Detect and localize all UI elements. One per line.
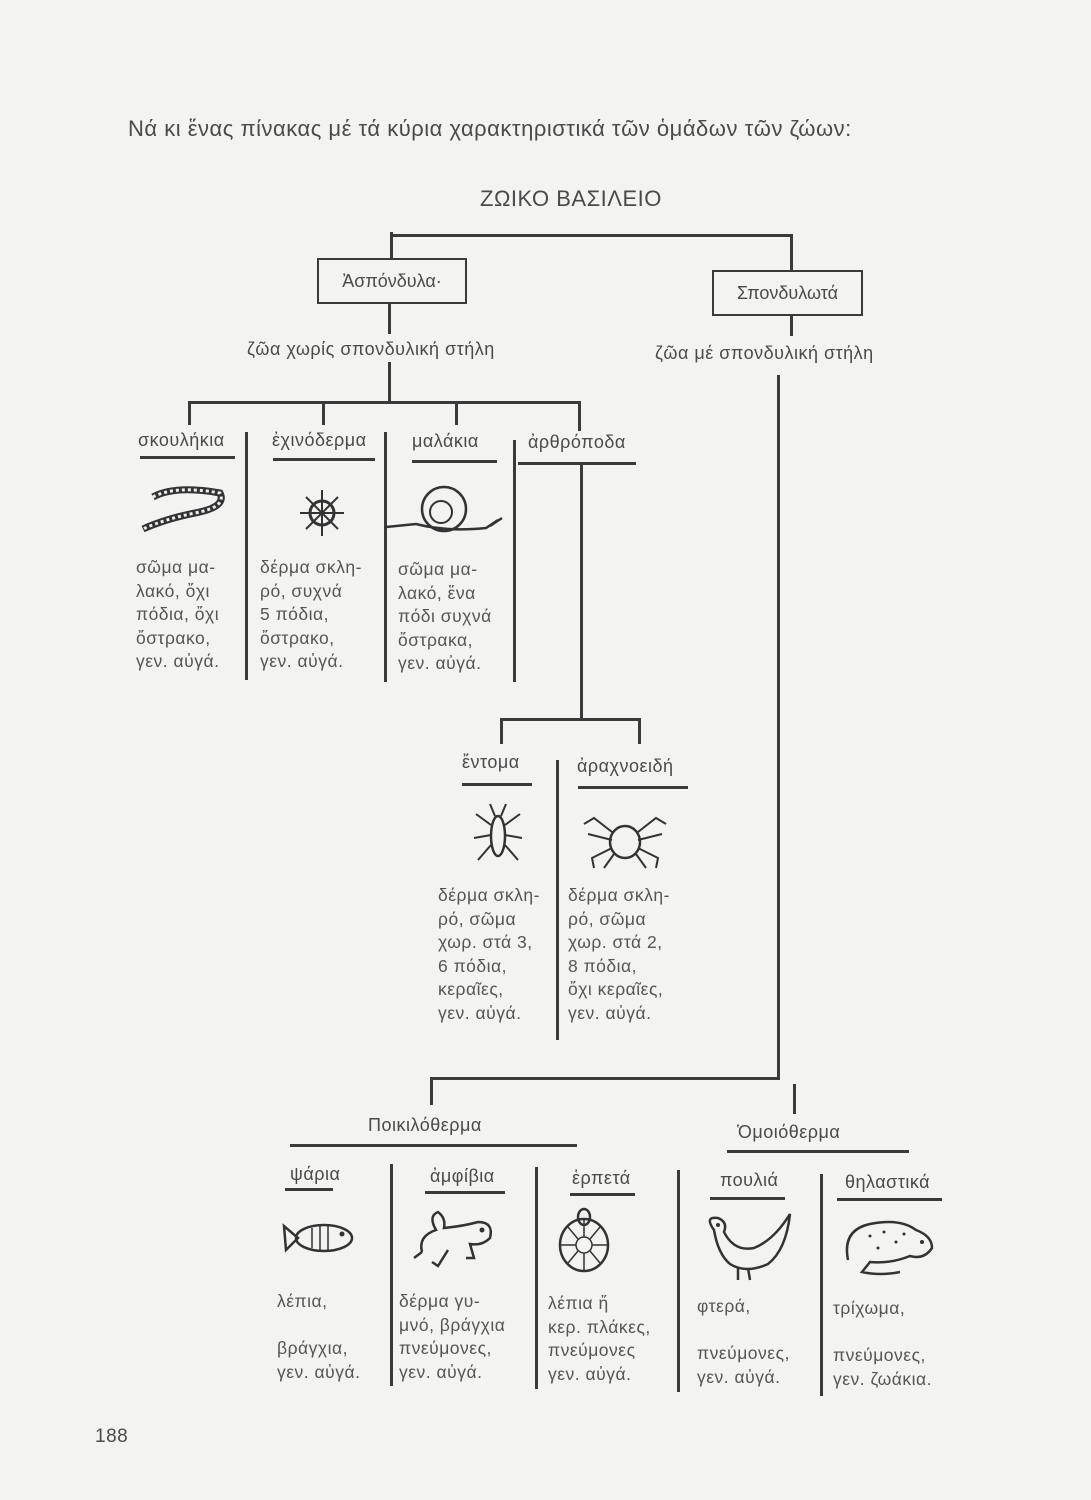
intro-text: Νά κι ἕνας πίνακας μέ τά κύρια χαρακτηρι… bbox=[128, 116, 852, 141]
fish-icon bbox=[282, 1223, 354, 1253]
connector bbox=[790, 234, 793, 270]
echinoderms-description: δέρμα σκλη- ρό, συχνά 5 πόδια, ὄστρακο, … bbox=[260, 557, 362, 671]
group-label-molluscs: μαλάκια bbox=[412, 431, 479, 451]
connector bbox=[188, 401, 191, 425]
connector bbox=[793, 1084, 796, 1114]
connector bbox=[430, 1077, 433, 1105]
group-label-arachnids: ἀραχνοειδή bbox=[577, 756, 674, 776]
group-label-insects: ἔντομα bbox=[462, 752, 520, 772]
group-label-amphibians: ἀμφίβια bbox=[430, 1166, 495, 1186]
group-label-echinoderms: ἐχινόδερμα bbox=[272, 430, 367, 450]
group-label-birds: πουλιά bbox=[720, 1170, 779, 1190]
column-divider bbox=[384, 432, 387, 682]
bird-icon bbox=[708, 1213, 792, 1281]
reptiles-description: λέπια ἤ κερ. πλάκες, πνεύμονες γεν. αὐγά… bbox=[548, 1293, 651, 1384]
snail-icon bbox=[386, 485, 503, 533]
vertebrates-desc: ζῶα μέ σπονδυλική στήλη bbox=[655, 343, 874, 363]
mammal-icon bbox=[845, 1220, 934, 1276]
underline bbox=[578, 786, 688, 789]
connector bbox=[500, 718, 641, 721]
amphibians-description: δέρμα γυ- μνό, βράγχια πνεύμονες, γεν. α… bbox=[399, 1291, 506, 1382]
underline bbox=[570, 1193, 635, 1196]
connector bbox=[390, 232, 393, 260]
column-divider bbox=[513, 440, 516, 682]
group-label-fish: ψάρια bbox=[290, 1164, 341, 1184]
invertebrates-box: Ἀσπόνδυλα· bbox=[317, 258, 467, 304]
warm-blooded-label: Ὁμοιόθερμα bbox=[737, 1122, 841, 1142]
cold-blooded-label: Ποικιλόθερμα bbox=[368, 1115, 482, 1135]
underline bbox=[290, 1144, 577, 1147]
connector bbox=[188, 401, 580, 404]
vertebrates-box: Σπονδυλωτά bbox=[712, 270, 863, 316]
group-label-reptiles: ἑρπετά bbox=[572, 1168, 631, 1188]
arachnids-description: δέρμα σκλη- ρό, σῶμα χωρ. στά 2, 8 πόδια… bbox=[568, 885, 670, 1023]
connector bbox=[388, 304, 391, 334]
page-number: 188 bbox=[95, 1426, 129, 1447]
mammals-description: τρίχωμα, πνεύμονες, γεν. ζωάκια. bbox=[833, 1298, 932, 1389]
spider-icon bbox=[583, 816, 667, 869]
connector bbox=[580, 462, 583, 720]
column-divider bbox=[556, 760, 559, 1040]
connector bbox=[390, 234, 792, 237]
column-divider bbox=[245, 432, 248, 680]
insects-description: δέρμα σκλη- ρό, σῶμα χωρ. στά 3, 6 πόδια… bbox=[438, 885, 540, 1023]
fish-description: λέπια, βράγχια, γεν. αὐγά. bbox=[277, 1291, 361, 1382]
column-divider bbox=[390, 1164, 393, 1386]
underline bbox=[273, 458, 375, 461]
column-divider bbox=[535, 1167, 538, 1389]
column-divider bbox=[677, 1170, 680, 1392]
sea-urchin-icon bbox=[300, 490, 344, 536]
root-title: ΖΩΙΚΟ ΒΑΣΙΛΕΙΟ bbox=[480, 186, 662, 211]
underline bbox=[462, 783, 532, 786]
connector bbox=[578, 401, 581, 431]
connector bbox=[500, 718, 503, 744]
underline bbox=[710, 1197, 785, 1200]
insect-icon bbox=[473, 803, 523, 861]
connector bbox=[790, 316, 793, 336]
turtle-icon bbox=[558, 1207, 610, 1273]
underline bbox=[518, 462, 636, 465]
frog-icon bbox=[413, 1210, 492, 1268]
invertebrates-desc: ζῶα χωρίς σπονδυλική στήλη bbox=[247, 339, 495, 359]
connector bbox=[388, 362, 391, 404]
connector bbox=[638, 718, 641, 744]
group-label-mammals: θηλαστικά bbox=[845, 1172, 931, 1192]
molluscs-description: σῶμα μα- λακό, ἕνα πόδι συχνά ὄστρακα, γ… bbox=[398, 559, 492, 673]
underline bbox=[837, 1198, 942, 1201]
underline bbox=[425, 1191, 505, 1194]
connector bbox=[430, 1077, 780, 1080]
worms-description: σῶμα μα- λακό, ὄχι πόδια, ὄχι ὄστρακο, γ… bbox=[136, 557, 220, 671]
underline bbox=[727, 1150, 909, 1153]
birds-description: φτερά, πνεύμονες, γεν. αὐγά. bbox=[697, 1296, 790, 1387]
group-label-arthropods: ἀρθρόποδα bbox=[528, 432, 626, 452]
underline bbox=[140, 456, 235, 459]
vertebrate-trunk bbox=[777, 375, 780, 1080]
underline bbox=[412, 460, 497, 463]
connector bbox=[455, 401, 458, 425]
connector bbox=[322, 401, 325, 425]
group-label-worms: σκουλήκια bbox=[138, 430, 225, 450]
underline bbox=[285, 1188, 333, 1191]
column-divider bbox=[820, 1174, 823, 1396]
worm-icon bbox=[141, 486, 225, 533]
